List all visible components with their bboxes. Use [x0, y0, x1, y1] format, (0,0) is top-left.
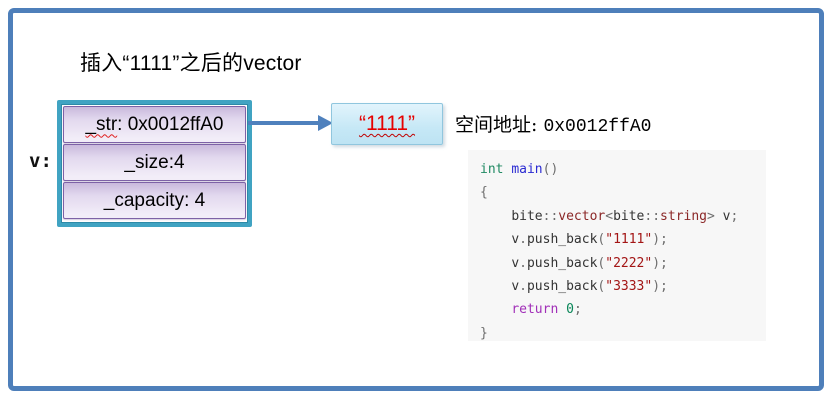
- pointer-arrow: [248, 115, 333, 131]
- space-address-label: 空间地址:: [455, 114, 538, 136]
- code-line: }: [480, 325, 488, 341]
- code-block: int main(){ bite::vector<bite::string> v…: [468, 150, 766, 341]
- code-line: v.push_back("2222");: [511, 255, 668, 271]
- vector-variable-label: v:: [29, 150, 52, 172]
- space-address: 空间地址: 0x0012ffA0: [455, 110, 651, 137]
- heap-value-text: “1111”: [358, 112, 416, 135]
- str-field-name: _str: [85, 113, 118, 135]
- code-line: int main(): [480, 162, 559, 177]
- code-line: bite::vector<bite::string> v;: [511, 208, 739, 224]
- struct-row-capacity: _capacity: 4: [63, 182, 246, 219]
- code-line: return 0;: [511, 302, 582, 318]
- diagram-title: 插入“1111”之后的vector: [80, 52, 302, 75]
- struct-row-size: _size:4: [63, 144, 246, 181]
- code-line: v.push_back("3333");: [511, 279, 668, 295]
- space-address-value: 0x0012ffA0: [543, 117, 652, 137]
- code-line: {: [480, 185, 488, 201]
- outer-frame: [8, 8, 824, 391]
- vector-struct-box: _str: 0x0012ffA0 _size:4 _capacity: 4: [57, 100, 252, 227]
- struct-row-str: _str: 0x0012ffA0: [63, 106, 246, 143]
- code-line: v.push_back("1111");: [511, 232, 668, 248]
- str-field-value: : 0x0012ffA0: [117, 113, 224, 135]
- heap-value-box: “1111”: [331, 103, 443, 145]
